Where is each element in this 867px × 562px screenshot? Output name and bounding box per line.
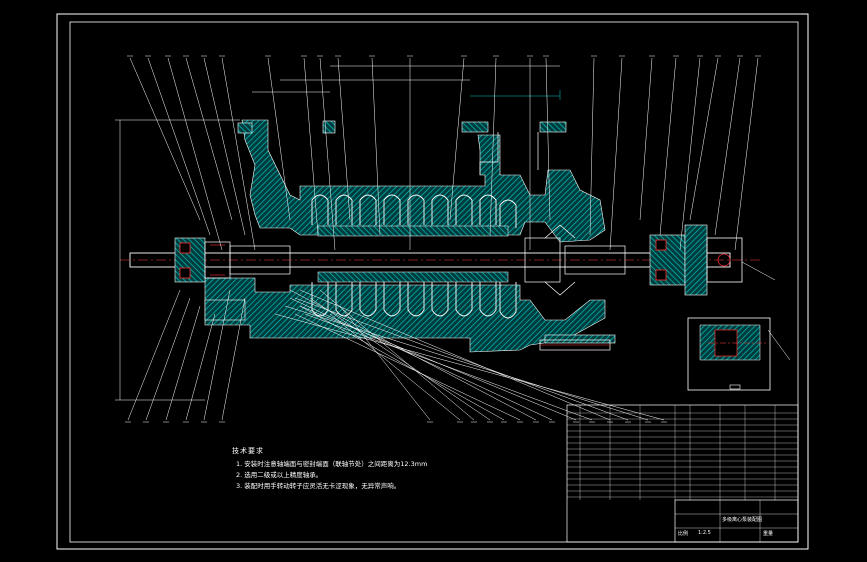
leader-line <box>165 305 201 421</box>
suction-flange <box>237 122 253 134</box>
note-2: 2. 选用二级或以上精度轴承。 <box>236 471 323 479</box>
leader-line <box>127 289 181 421</box>
suction-flange-right <box>322 120 336 134</box>
leader-line <box>489 57 497 236</box>
leader-line <box>609 57 623 251</box>
leader-lines-right <box>741 261 791 361</box>
leader-line <box>303 57 319 236</box>
leader-line <box>714 57 741 236</box>
leader-lines-top <box>127 55 761 251</box>
leader-line <box>545 57 551 221</box>
note-1: 1. 安装时注意轴端面与密封端面（联轴节处）之间距离为12.3mm <box>236 460 428 468</box>
drawing-name: 多级离心泵装配图 <box>722 517 763 523</box>
discharge-flange <box>461 121 489 133</box>
notes-title: 技术要求 <box>232 447 264 455</box>
leader-line <box>284 305 649 421</box>
leader-line <box>129 57 201 221</box>
impellers-upper <box>311 194 517 228</box>
balance-disc <box>524 237 561 283</box>
leader-line <box>185 57 233 221</box>
dimensions <box>115 65 561 401</box>
title-block <box>674 499 799 543</box>
leader-line <box>221 297 246 421</box>
upper-casing <box>241 119 606 243</box>
leader-line <box>299 305 505 421</box>
leader-line <box>319 289 475 421</box>
leader-line <box>299 289 611 421</box>
leader-lines-bottom <box>125 289 667 423</box>
right-bearing <box>649 224 743 296</box>
leader-line <box>221 57 256 251</box>
parts-list <box>566 404 799 543</box>
leader-line <box>659 57 677 236</box>
leader-line <box>734 57 759 251</box>
leader-line <box>329 313 461 421</box>
pump-section <box>120 119 760 353</box>
outer-frame <box>56 13 809 550</box>
leader-line <box>167 57 223 251</box>
leader-line <box>449 57 465 221</box>
detail-view <box>687 317 771 391</box>
leader-line <box>679 57 701 251</box>
leader-line <box>339 305 431 421</box>
leader-line <box>274 313 665 421</box>
inner-frame <box>69 21 799 543</box>
leader-line <box>589 57 595 236</box>
leader-line <box>203 289 231 421</box>
discharge-flange-right <box>539 121 567 133</box>
discharge-nozzle <box>479 132 539 175</box>
leader-line <box>337 57 351 221</box>
impeller-hubs-upper <box>317 225 509 237</box>
scale-value: 1:2.5 <box>698 530 711 536</box>
leader-line <box>689 57 719 221</box>
leader-line <box>309 297 491 421</box>
leader-line <box>203 57 246 236</box>
leader-line <box>319 57 336 251</box>
leader-line <box>371 57 381 236</box>
foot-pad <box>544 334 616 344</box>
leader-line <box>185 313 216 421</box>
leader-line <box>294 313 521 421</box>
leader-line <box>147 57 211 236</box>
lower-casing <box>204 277 606 353</box>
leader-line <box>639 57 653 221</box>
scale-label: 比例 <box>678 531 689 537</box>
weight-label: 重量 <box>763 531 774 537</box>
impellers-lower <box>311 282 517 319</box>
foot-pad-left <box>204 299 246 321</box>
note-3: 3. 装配时用手转动转子应灵活无卡涩现象，无异常声响。 <box>236 482 401 490</box>
leader-line <box>304 313 593 421</box>
leader-line <box>145 297 191 421</box>
left-bearing <box>174 237 231 283</box>
leader-line <box>294 297 629 421</box>
impeller-hubs-lower <box>317 271 509 283</box>
leader-line <box>289 297 553 421</box>
leader-line <box>267 57 291 221</box>
